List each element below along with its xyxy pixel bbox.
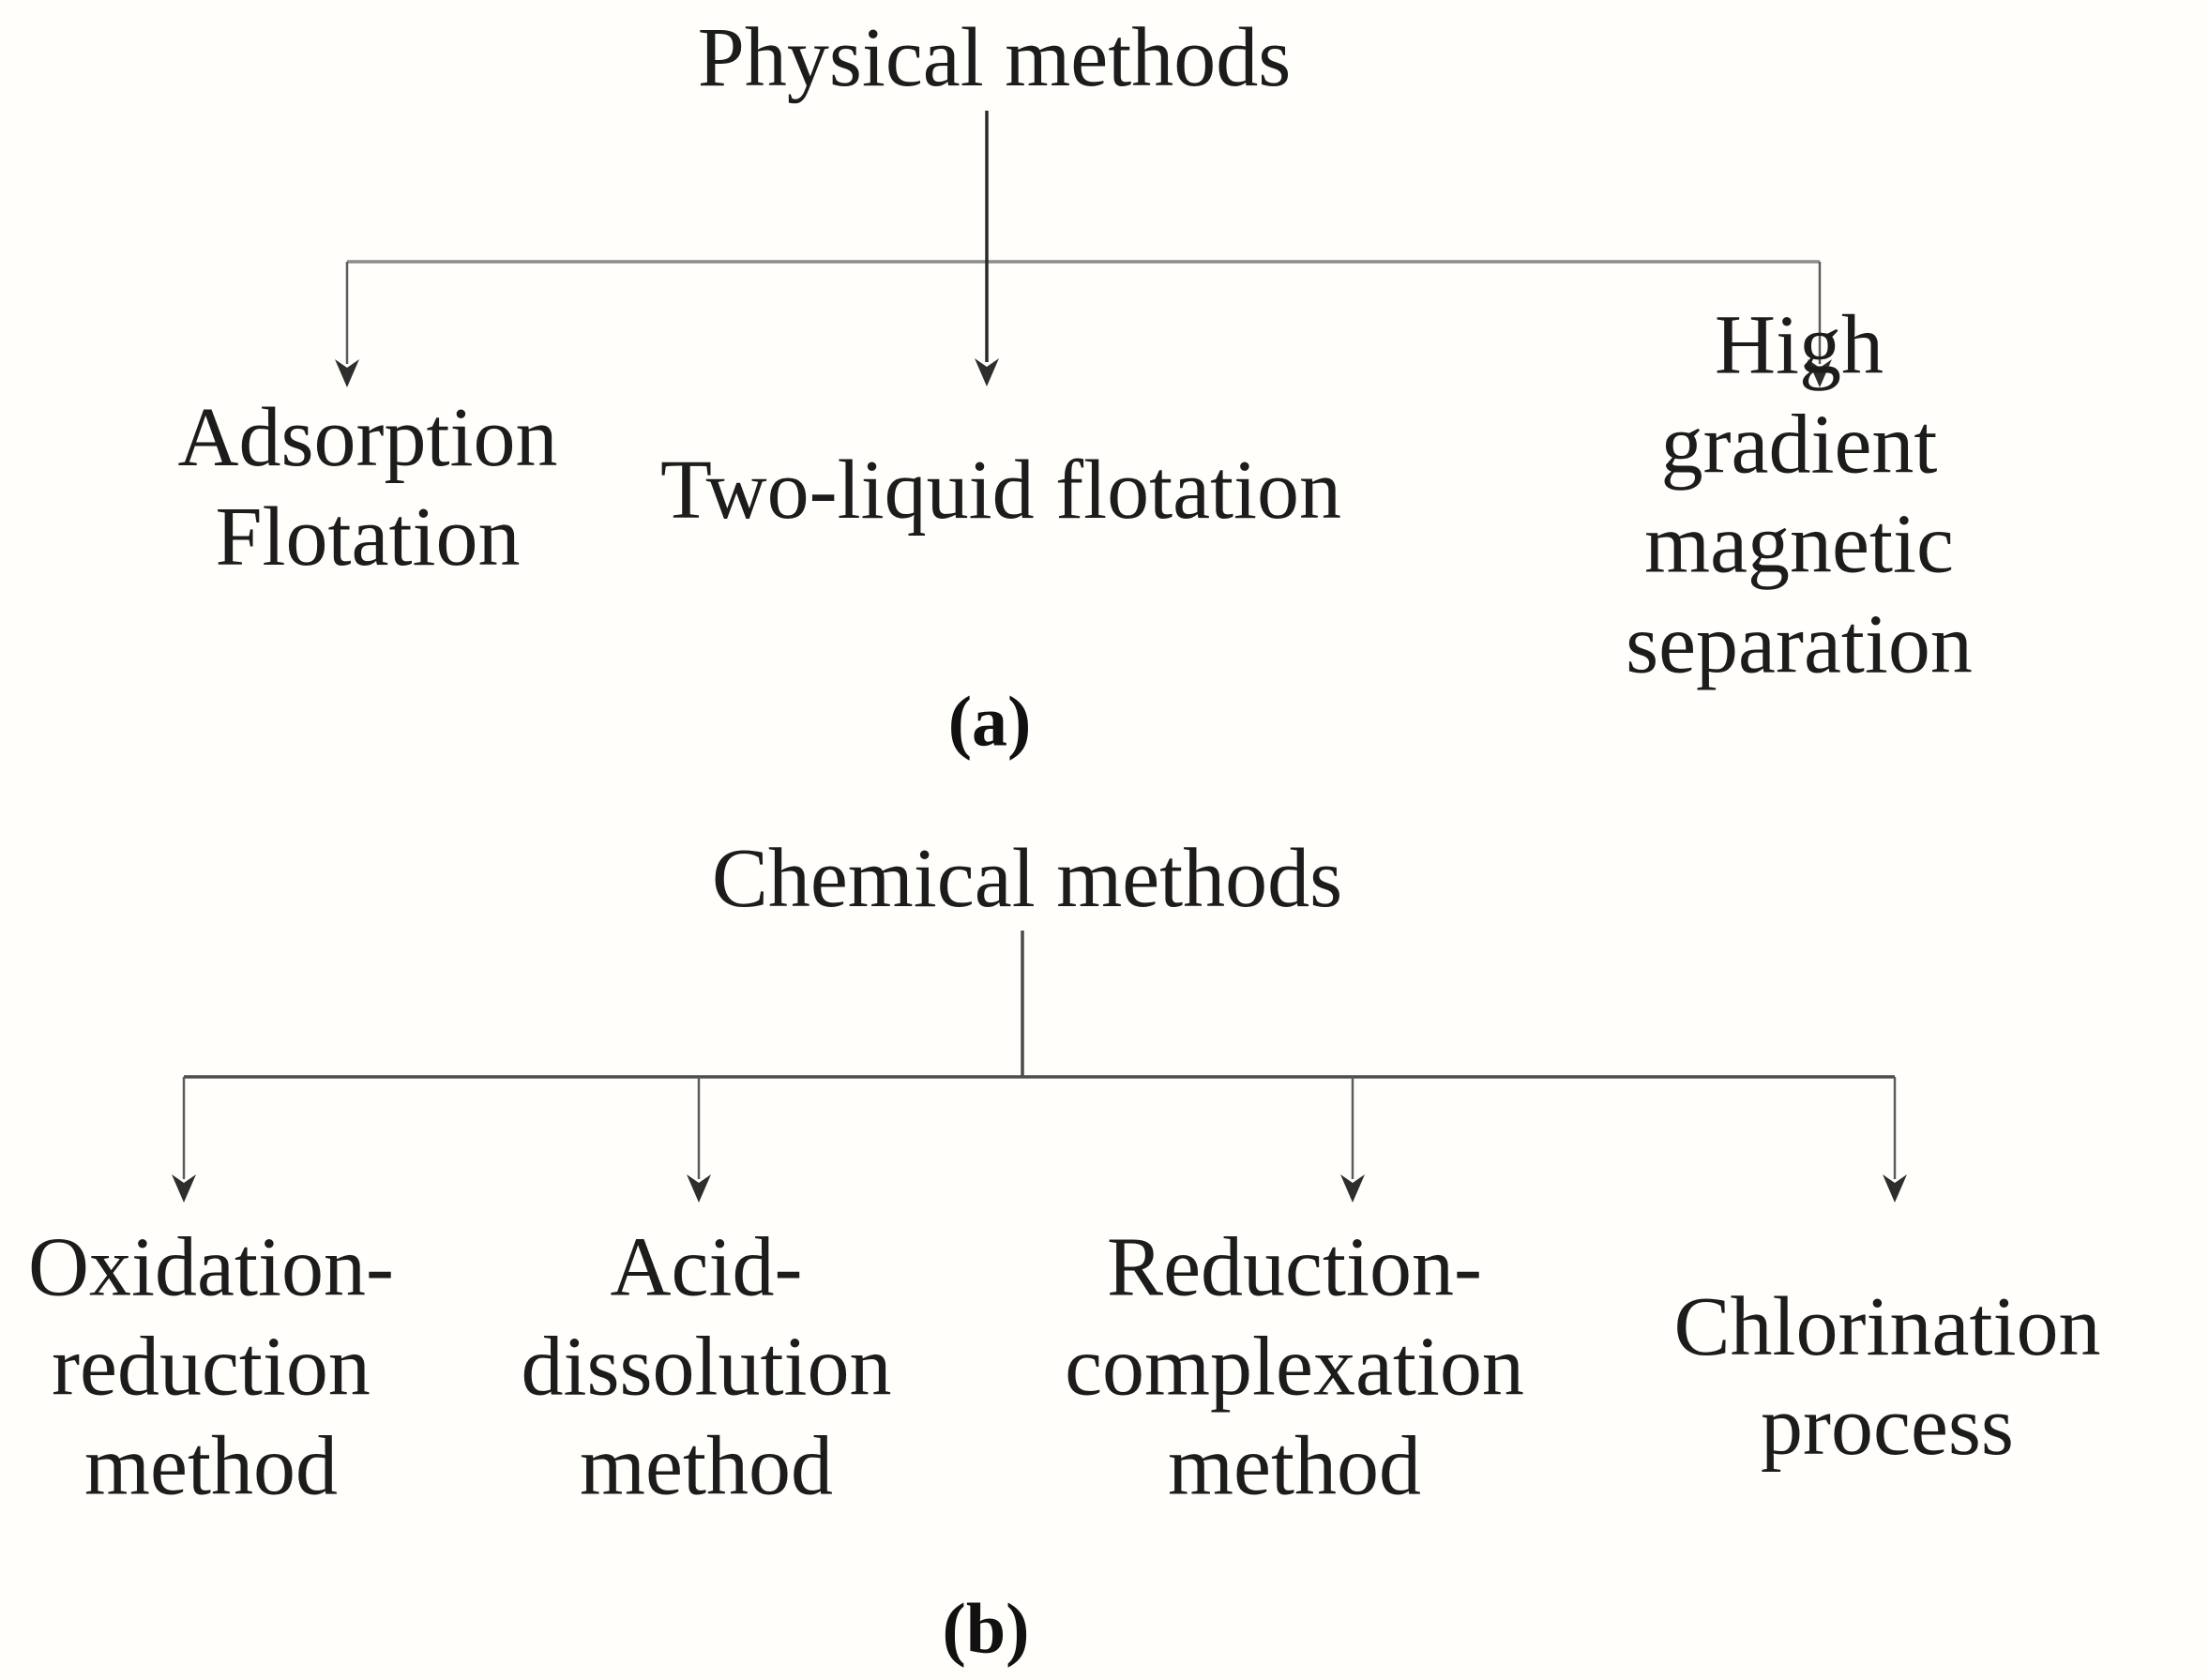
node-two-liquid-flotation: Two-liquid flotation xyxy=(659,443,1342,537)
figure-b-caption: (b) xyxy=(942,1589,1030,1669)
arrow-down-icon xyxy=(172,1174,196,1203)
arrow-down-icon xyxy=(975,358,999,386)
node-high-gradient-magnetic-separation: High gradient magnetic separation xyxy=(1626,298,1973,691)
node-chemical-methods: Chemical methods xyxy=(711,831,1343,925)
node-reduction-complexation-method: Reduction- complexation method xyxy=(1065,1220,1524,1514)
node-oxidation-reduction-method: Oxidation- reduction method xyxy=(28,1220,394,1514)
figure-a-caption: (a) xyxy=(947,682,1032,762)
node-physical-methods: Physical methods xyxy=(697,10,1292,104)
arrow-down-icon xyxy=(1340,1174,1365,1203)
node-acid-dissolution-method: Acid- dissolution method xyxy=(521,1220,892,1514)
node-chlorination-process: Chlorination process xyxy=(1673,1279,2101,1473)
node-adsorption-flotation: Adsorption Flotation xyxy=(177,390,558,583)
arrow-down-icon xyxy=(335,359,359,387)
arrow-down-icon xyxy=(687,1174,711,1203)
arrow-down-icon xyxy=(1883,1174,1907,1203)
